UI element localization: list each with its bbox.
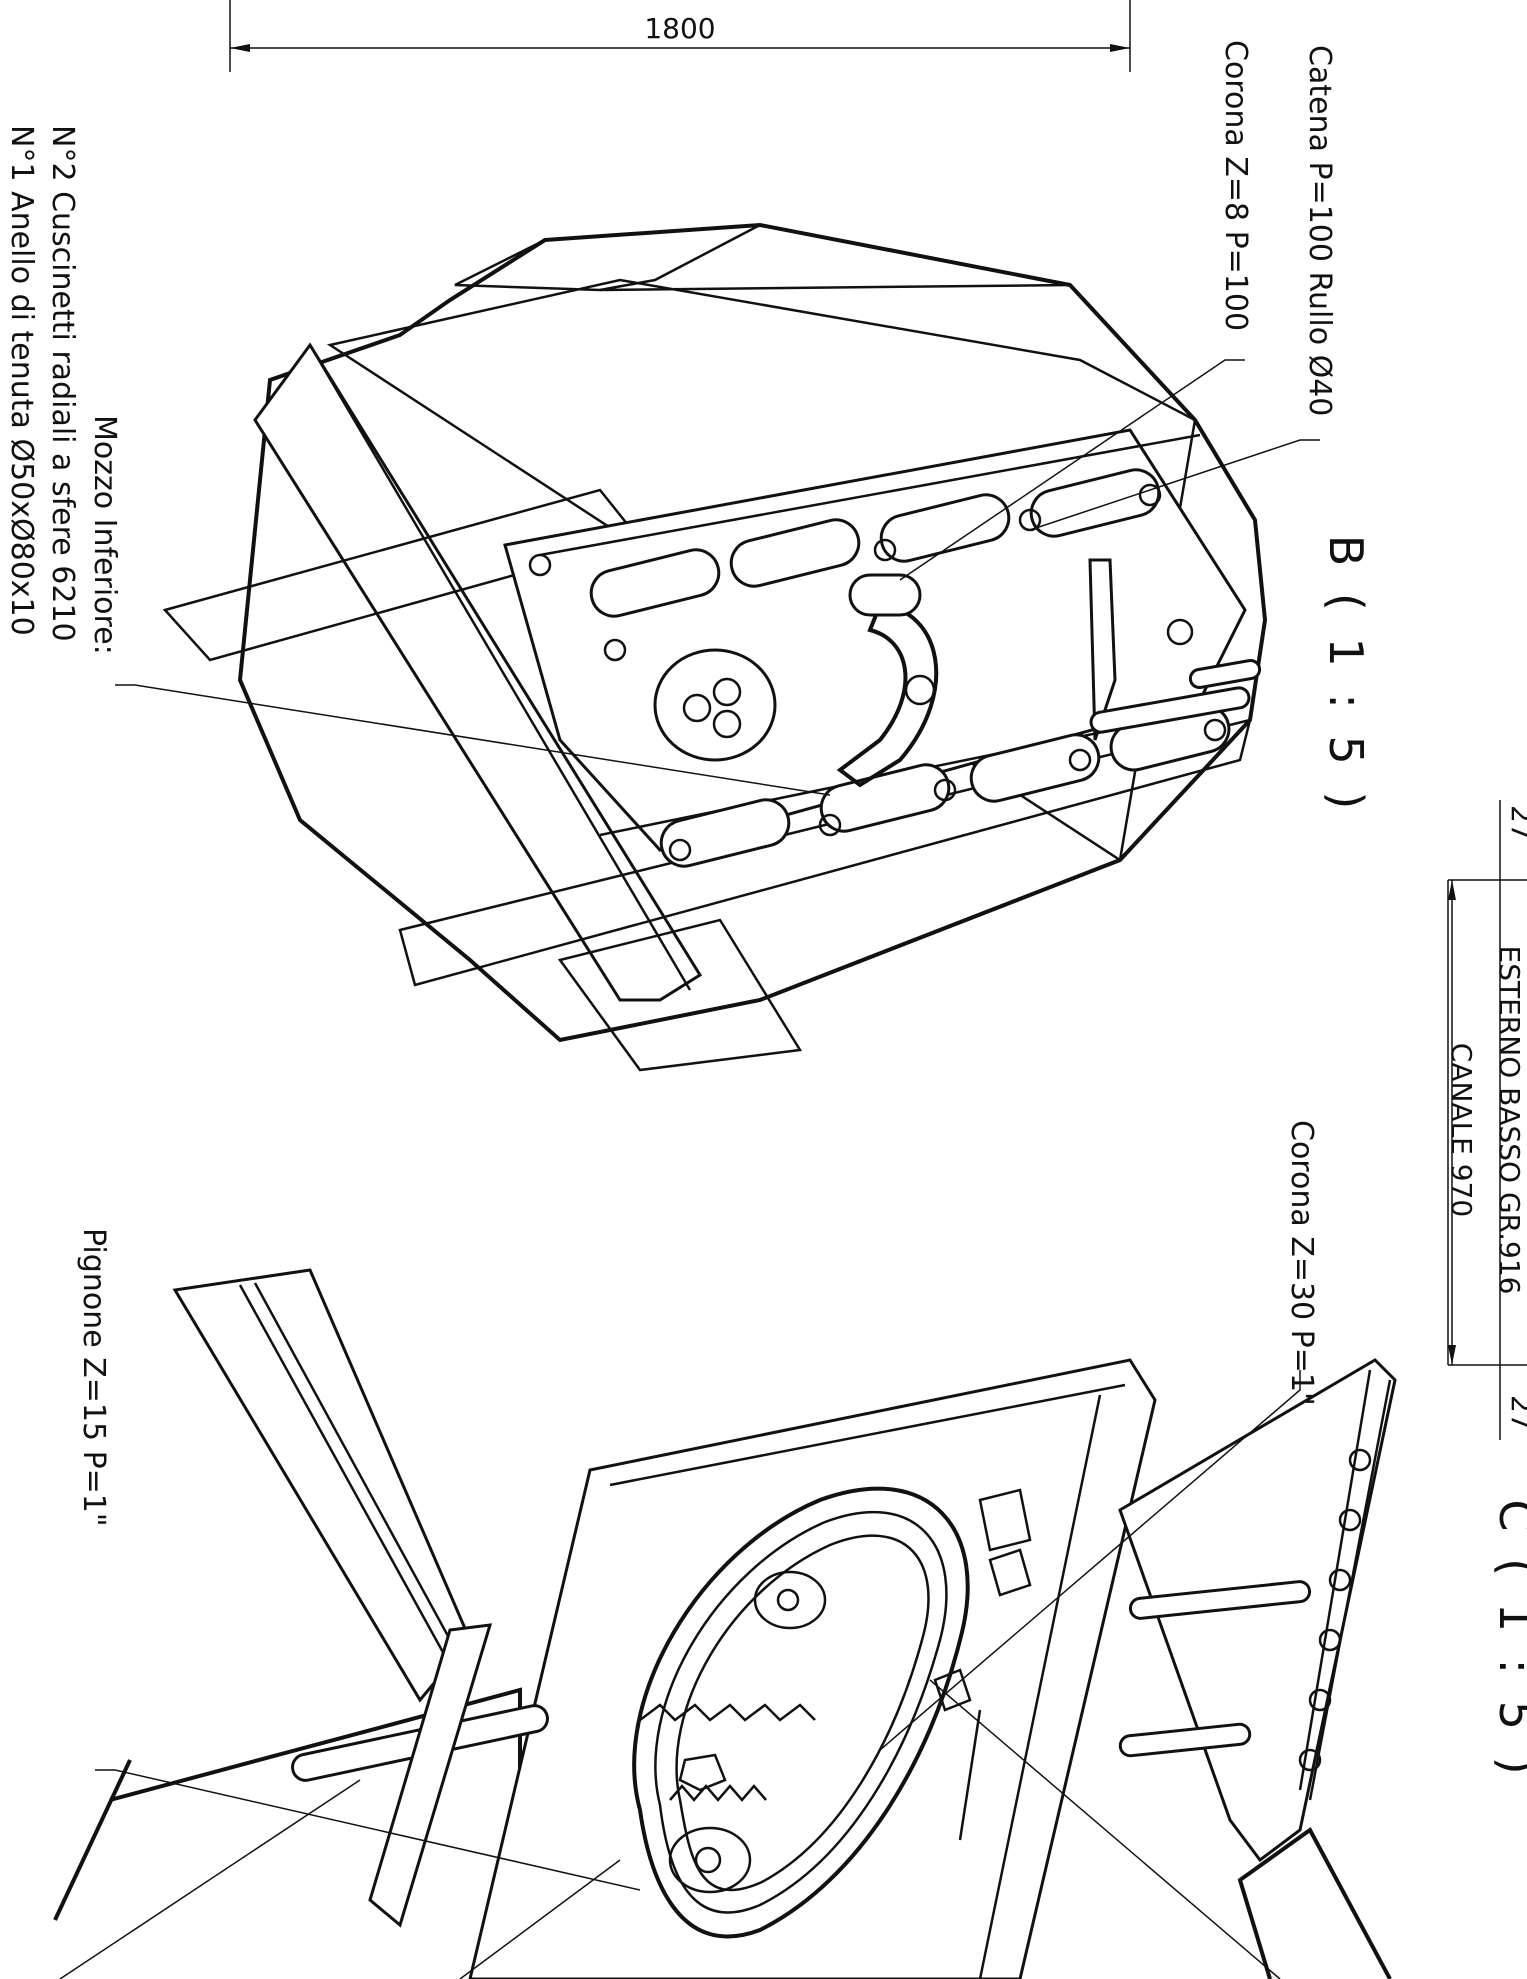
- view-c-title: C ( 1 : 5 ): [1489, 1499, 1527, 1780]
- dimension-left-27: 27: [1505, 805, 1527, 841]
- view-c-crown-sprocket: [639, 1570, 827, 1722]
- view-c-pinion-sprocket: [668, 1753, 767, 1894]
- view-b-crown-label: Corona Z=8 P=100: [1218, 40, 1253, 331]
- view-b-chain-links: [528, 468, 1231, 868]
- view-c-bolts: [1298, 1448, 1372, 1772]
- dimension-channel: 27 27 ESTERNO BASSO GR.916 CANALE 970: [1445, 800, 1527, 1440]
- view-c-crown-label: Corona Z=30 P=1": [1284, 1120, 1319, 1406]
- dimension-1800: 1800: [229, 0, 1131, 72]
- view-c-housing-plate: [468, 1358, 1157, 1979]
- dimension-channel-text: CANALE 970: [1445, 1043, 1478, 1217]
- view-c-side-channel: [172, 1268, 472, 1703]
- view-b-side-plate: [1088, 558, 1117, 741]
- view-c-chain-loop: [632, 1486, 970, 1939]
- view-b-crown-sprocket: [653, 573, 939, 788]
- view-b: B ( 1 : 5 ): [4, 40, 1373, 1072]
- view-c: C ( 1 : 5 ): [53, 1120, 1527, 1979]
- dimension-right-27: 27: [1505, 1395, 1527, 1431]
- view-b-bearings-label: N°2 Cuscinetti radiali a sfere 6210: [45, 125, 80, 642]
- dimension-1800-text: 1800: [644, 12, 715, 45]
- dimension-outer-text: ESTERNO BASSO GR.916: [1493, 946, 1526, 1295]
- view-b-hub-label: Mozzo Inferiore:: [87, 415, 122, 655]
- view-b-seal-label: N°1 Anello di tenuta Ø50xØ80x10: [4, 125, 39, 636]
- view-b-chain-label: Catena P=100 Rullo Ø40: [1302, 45, 1337, 416]
- view-c-leader-lines: [59, 1370, 1301, 1979]
- view-c-pinion-label: Pignone Z=15 P=1": [76, 1228, 111, 1527]
- view-b-tube: [253, 342, 703, 1002]
- view-b-leader-lines: [115, 359, 1320, 796]
- view-b-title: B ( 1 : 5 ): [1319, 535, 1373, 816]
